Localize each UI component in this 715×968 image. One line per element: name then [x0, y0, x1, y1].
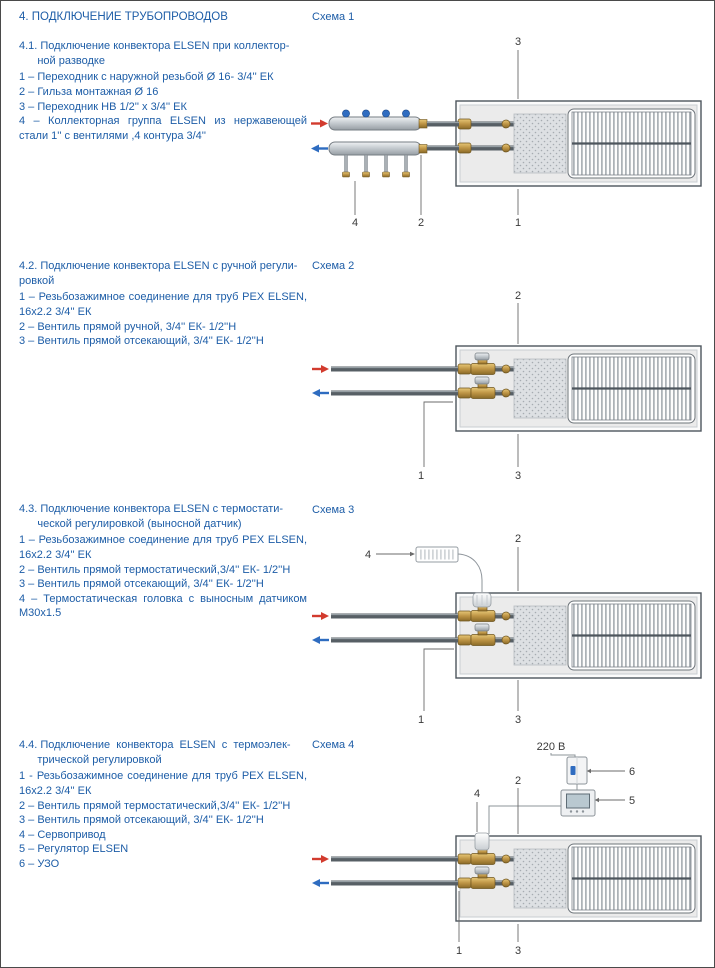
svg-text:1: 1	[515, 217, 521, 229]
schema-2-diagram: 2 1 3	[311, 290, 706, 482]
svg-text:4: 4	[352, 217, 358, 229]
return-arrow-icon	[311, 387, 331, 399]
schema-4-label: Схема 4	[312, 739, 355, 751]
supply-arrow-icon	[311, 853, 331, 865]
pipes	[331, 856, 458, 886]
section-heading: 4.1. Подключение конвектора ELSEN при ко…	[19, 40, 290, 67]
svg-text:6: 6	[629, 766, 635, 778]
section-heading: 4.3. Подключение конвектора ELSEN с терм…	[19, 503, 284, 530]
callout-3: 3	[515, 434, 521, 482]
callout-3: 3	[515, 36, 521, 99]
rcd-breaker	[566, 756, 588, 785]
list-item: 1 - Резьбозажимное соединение для труб P…	[19, 770, 307, 797]
schema-4-diagram: 220 В 6 5 2 4	[311, 741, 706, 957]
section-4-1: 4.1. Подключение конвектора ELSEN при ко…	[19, 39, 307, 143]
callout-2: 2	[515, 290, 521, 344]
svg-text:3: 3	[515, 945, 521, 957]
svg-text:2: 2	[418, 217, 424, 229]
voltage-label: 220 В	[537, 741, 566, 753]
return-arrow-icon	[311, 877, 331, 889]
callout-3: 3	[515, 924, 521, 957]
callout-1: 1	[418, 648, 454, 726]
list-item: 3 – Вентиль прямой отсекающий, 3/4'' ЕК-…	[19, 335, 264, 348]
list-item: 1 – Переходник с наружной резьбой Ø 16- …	[19, 71, 274, 84]
list-item: 4 – Термостатическая головка с выносным …	[19, 592, 307, 620]
power-wire	[550, 753, 576, 757]
callout-2: 2	[515, 533, 521, 591]
list-item: 1 – Резьбозажимное соединение для труб P…	[19, 291, 307, 318]
list-item: 6 – УЗО	[19, 858, 60, 870]
svg-text:1: 1	[418, 714, 424, 726]
section-4-2: 4.2. Подключение конвектора ELSEN с ручн…	[19, 259, 307, 349]
svg-text:2: 2	[515, 290, 521, 302]
callout-6: 6	[586, 766, 635, 778]
list-item: 2 – Вентиль прямой ручной, 3/4'' ЕК- 1/2…	[19, 320, 237, 333]
page-title: 4. ПОДКЛЮЧЕНИЕ ТРУБОПРОВОДОВ	[19, 11, 228, 23]
pipes	[331, 613, 458, 643]
list-item: 5 – Регулятор ELSEN	[19, 843, 129, 856]
return-arrow-icon	[311, 143, 330, 154]
svg-text:3: 3	[515, 714, 521, 726]
supply-arrow-icon	[311, 363, 331, 375]
list-item: 4 – Сервопривод	[19, 828, 106, 841]
schema-1-diagram: 3	[311, 36, 706, 229]
list-item: 3 – Вентиль прямой отсекающий, 3/4'' ЕК-…	[19, 814, 264, 827]
pipes	[427, 121, 459, 151]
svg-text:1: 1	[418, 470, 424, 482]
callout-4: 4	[474, 788, 480, 832]
callout-5: 5	[594, 795, 635, 807]
schema-1-label: Схема 1	[312, 11, 355, 23]
return-arrow-icon	[311, 634, 331, 646]
svg-text:2: 2	[515, 533, 521, 545]
section-heading: 4.2. Подключение конвектора ELSEN с ручн…	[19, 260, 298, 287]
list-item: 3 – Вентиль прямой отсекающий, 3/4'' ЕК-…	[19, 578, 264, 591]
supply-arrow-icon	[311, 118, 330, 129]
list-item: 3 – Переходник НВ 1/2'' х 3/4'' ЕК	[19, 100, 187, 113]
callout-4: 4	[352, 181, 358, 229]
callout-1: 1	[456, 891, 462, 957]
regulator	[560, 789, 596, 817]
section-4-4: 4.4. Подключение конвектора ELSEN с терм…	[19, 738, 307, 872]
convector-drawing	[456, 101, 701, 186]
list-item: 2 – Вентиль прямой термостатический,3/4'…	[19, 799, 291, 812]
schema-2-label: Схема 2	[312, 260, 355, 272]
list-item: 2 – Вентиль прямой термостатический,3/4'…	[19, 563, 291, 576]
svg-text:4: 4	[365, 549, 371, 561]
callout-4: 4	[365, 549, 415, 561]
remote-sensor	[415, 546, 459, 563]
capillary-tube	[457, 553, 483, 592]
callout-2: 2	[515, 775, 521, 834]
callout-3: 3	[515, 680, 521, 726]
supply-arrow-icon	[311, 610, 331, 622]
svg-text:4: 4	[474, 788, 480, 800]
svg-text:2: 2	[515, 775, 521, 787]
manifold	[328, 109, 428, 178]
callout-1: 1	[418, 401, 453, 482]
svg-text:3: 3	[515, 470, 521, 482]
callout-2: 2	[418, 155, 424, 229]
servo-wire	[488, 805, 561, 834]
schema-3-diagram: 2 4 1	[311, 533, 706, 726]
svg-text:5: 5	[629, 795, 635, 807]
list-item: 2 – Гильза монтажная Ø 16	[19, 85, 159, 98]
section-4-3: 4.3. Подключение конвектора ELSEN с терм…	[19, 502, 307, 621]
svg-text:3: 3	[515, 36, 521, 48]
section-heading: 4.4. Подключение конвектора ELSEN с терм…	[19, 739, 291, 766]
schema-3-label: Схема 3	[312, 504, 355, 516]
svg-text:1: 1	[456, 945, 462, 957]
list-item: 1 – Резьбозажимное соединение для труб P…	[19, 534, 307, 561]
callout-1: 1	[515, 189, 521, 229]
pipes	[331, 366, 458, 396]
list-item: 4 – Коллекторная группа ELSEN из нержаве…	[19, 115, 307, 142]
